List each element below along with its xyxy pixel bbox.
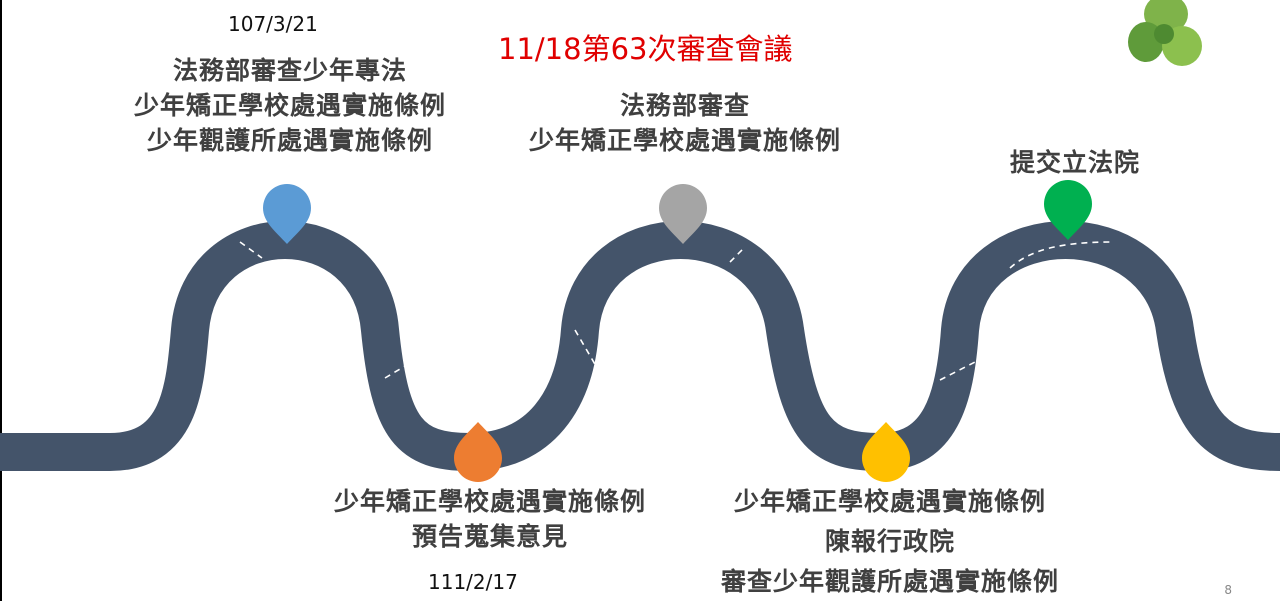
meeting-headline: 11/18第63次審查會議 [498, 32, 793, 66]
milestone-1-date: 107/3/21 [228, 12, 318, 36]
milestone-1-line-3: 少年觀護所處遇實施條例 [146, 126, 433, 155]
milestone-3-line-2: 少年矯正學校處遇實施條例 [528, 126, 841, 155]
milestone-5-text: 提交立法院 [985, 145, 1165, 180]
milestone-2-text: 少年矯正學校處遇實施條例 預告蒐集意見 [280, 484, 700, 554]
milestone-marker-blue [263, 184, 311, 244]
milestone-2-date: 111/2/17 [428, 570, 518, 594]
milestone-3-text: 法務部審查 少年矯正學校處遇實施條例 [470, 88, 900, 158]
clover-logo-icon [1128, 0, 1202, 66]
milestone-marker-yellow [862, 422, 910, 482]
page-number: 8 [1224, 583, 1232, 597]
road-dashes [239, 241, 1113, 381]
milestone-4-line-1: 少年矯正學校處遇實施條例 [733, 487, 1046, 516]
milestone-4-line-2: 陳報行政院 [824, 527, 955, 556]
milestone-2-line-1: 少年矯正學校處遇實施條例 [333, 487, 646, 516]
milestone-5-line-1: 提交立法院 [1009, 148, 1140, 177]
milestone-marker-green [1044, 180, 1092, 240]
slide-left-border [0, 0, 2, 601]
road-path [0, 221, 1280, 472]
milestone-4-line-3: 審查少年觀護所處遇實施條例 [720, 567, 1059, 596]
milestone-3-line-1: 法務部審查 [619, 91, 750, 120]
milestone-2-line-2: 預告蒐集意見 [411, 522, 568, 551]
milestone-marker-orange [454, 422, 502, 482]
milestone-4-text: 少年矯正學校處遇實施條例 陳報行政院 審查少年觀護所處遇實施條例 [680, 482, 1100, 602]
milestone-marker-gray [659, 184, 707, 244]
milestone-1-line-2: 少年矯正學校處遇實施條例 [133, 91, 446, 120]
milestone-1-line-1: 法務部審查少年專法 [172, 56, 407, 85]
milestone-1-text: 法務部審查少年專法 少年矯正學校處遇實施條例 少年觀護所處遇實施條例 [80, 53, 500, 158]
